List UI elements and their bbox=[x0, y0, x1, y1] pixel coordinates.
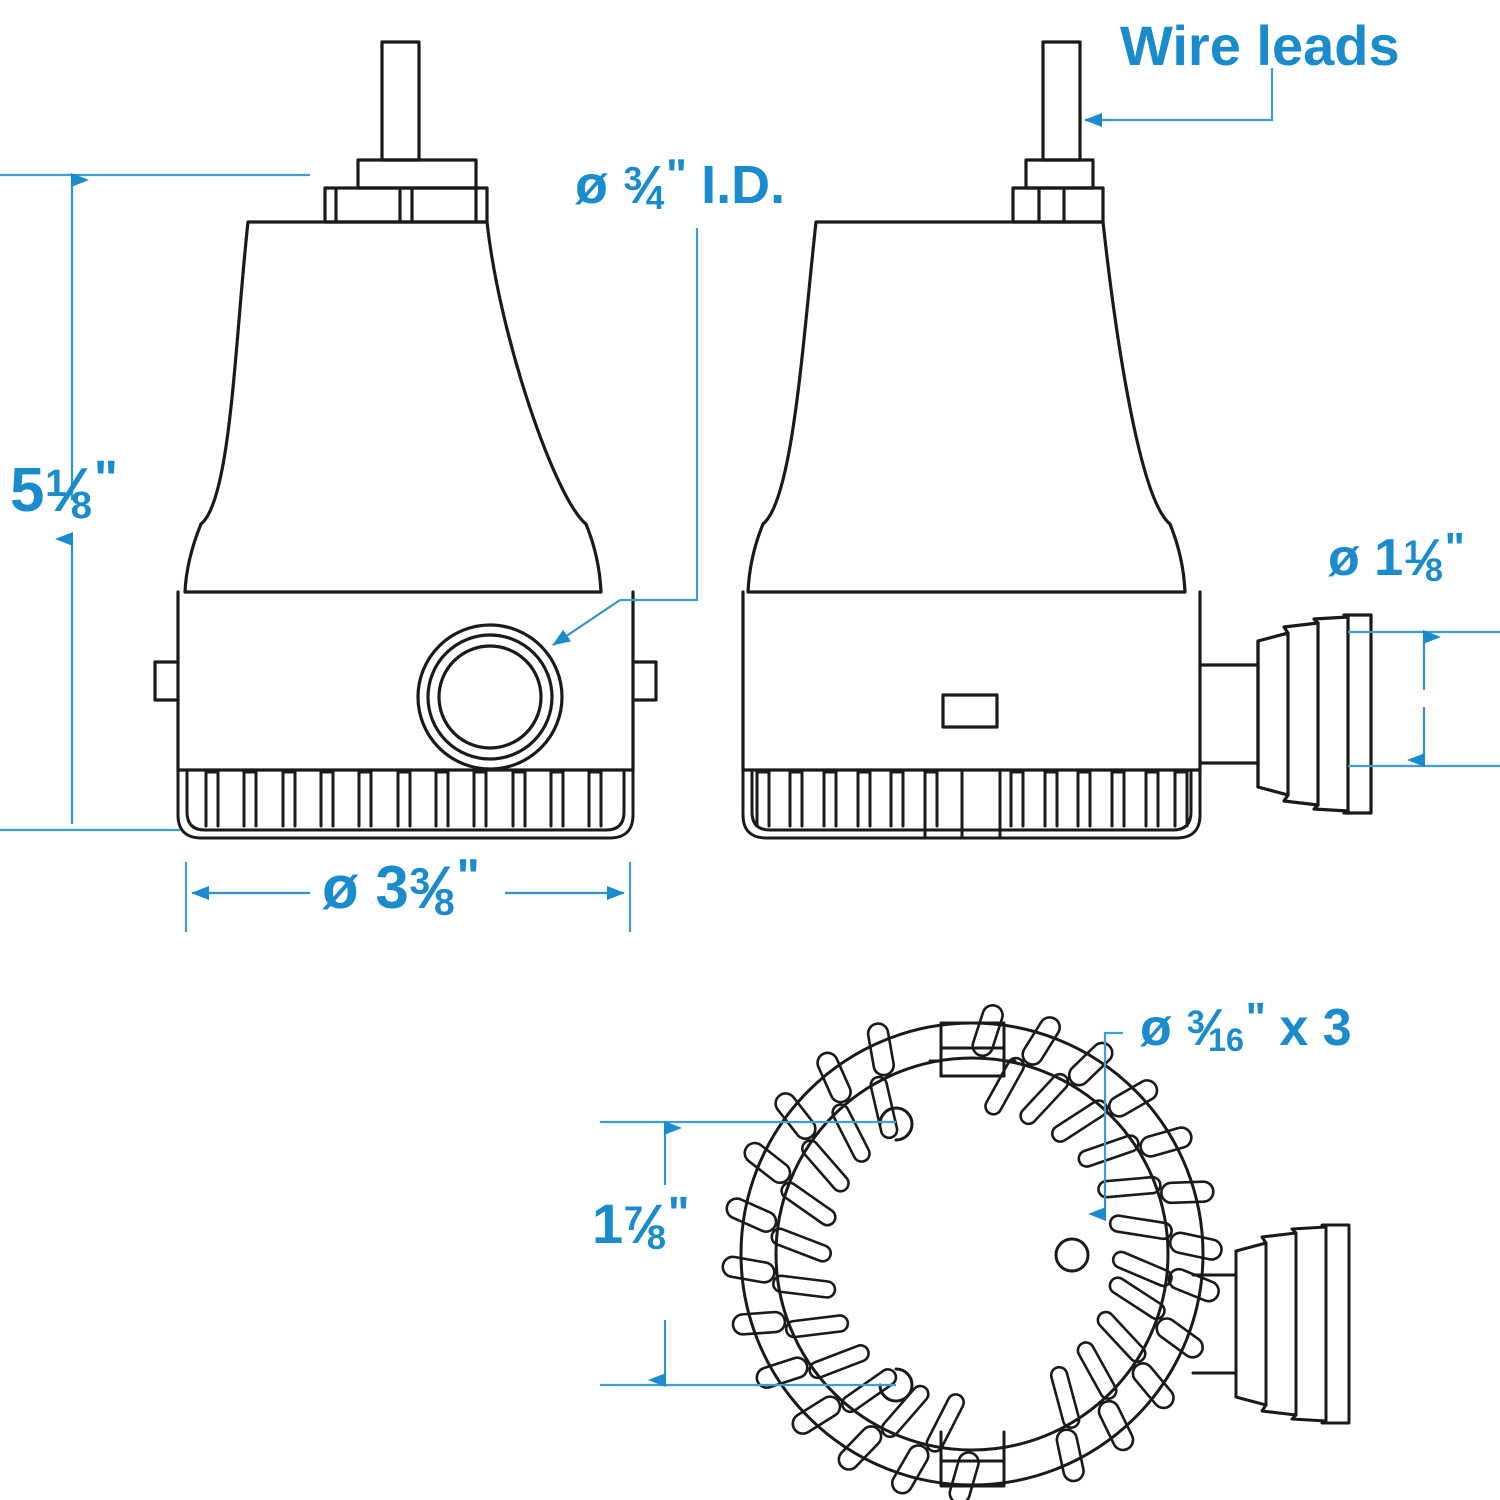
mount-hole-leader-line bbox=[1103, 1031, 1123, 1180]
spacing-numerator: 7 bbox=[623, 1199, 644, 1238]
plan-mount-tab-bottom bbox=[939, 1430, 1006, 1488]
hose-barb-outlet bbox=[1198, 613, 1373, 815]
height-inch-mark: " bbox=[93, 449, 118, 507]
outlet-id-leader-line bbox=[620, 228, 699, 602]
lower-body bbox=[153, 590, 658, 772]
width-inch-mark: " bbox=[456, 849, 480, 905]
overall-diameter-dimension-label: ø 33⁄8" bbox=[322, 852, 480, 920]
spacing-whole: 1 bbox=[592, 1192, 624, 1255]
upper-housing-shell-side bbox=[746, 220, 1187, 594]
spacing-denominator: 8 bbox=[646, 1219, 667, 1258]
upper-housing-shell bbox=[183, 220, 603, 594]
outlet-slash: ⁄ bbox=[641, 155, 651, 215]
mount-dia-symbol: ø bbox=[1140, 999, 1172, 1057]
outlet-id-suffix: I.D. bbox=[686, 155, 786, 215]
plan-mount-tab-top bbox=[939, 1021, 1006, 1078]
width-numerator: 3 bbox=[409, 859, 431, 902]
mounting-hole-callout-label: ø 3⁄16" x 3 bbox=[1140, 997, 1352, 1057]
width-whole: 3 bbox=[375, 854, 409, 921]
mount-inch-mark: " bbox=[1245, 994, 1266, 1043]
width-dia-symbol: ø bbox=[322, 854, 359, 921]
motor-collar-side bbox=[1011, 186, 1105, 224]
outlet-dia-symbol: ø bbox=[575, 155, 608, 215]
spacing-slash: ⁄ bbox=[642, 1192, 651, 1255]
side-elevation-view bbox=[741, 40, 1373, 840]
height-denominator: 8 bbox=[70, 483, 92, 527]
height-numerator: 1 bbox=[45, 462, 67, 506]
wire-lead-stem-side bbox=[1041, 40, 1082, 162]
mount-denominator: 16 bbox=[1208, 1021, 1244, 1058]
outlet-inside-diameter-callout-label: ø 3⁄4" I.D. bbox=[575, 153, 786, 215]
strainer-ribs-side bbox=[741, 768, 1202, 840]
hose-barb-diameter-dimension-label: ø 11⁄8" bbox=[1328, 527, 1465, 587]
strainer-inner-circle bbox=[774, 1056, 1170, 1452]
strainer-ribs-front bbox=[176, 768, 635, 840]
mount-numerator: 3 bbox=[1186, 1003, 1205, 1040]
strainer-radial-slots bbox=[721, 1004, 1223, 1500]
front-elevation-view bbox=[153, 40, 658, 840]
motor-cap-side bbox=[1024, 158, 1095, 190]
barb-inch-mark: " bbox=[1444, 524, 1465, 573]
hose-barb-plan bbox=[1191, 1223, 1351, 1425]
barb-whole: 1 bbox=[1374, 529, 1404, 587]
dimension-lines bbox=[0, 68, 1500, 1387]
bottom-plan-view bbox=[721, 1004, 1351, 1500]
barb-slash: ⁄ bbox=[1421, 529, 1429, 587]
overall-height-dimension-label: 51⁄8" bbox=[10, 453, 118, 525]
barb-numerator: 1 bbox=[1403, 533, 1422, 570]
strainer-outer-circle bbox=[739, 1021, 1205, 1487]
label-plate bbox=[941, 693, 999, 729]
wire-leads-leader-line bbox=[1110, 68, 1274, 122]
outlet-inch-mark: " bbox=[666, 150, 687, 200]
outlet-port-circle bbox=[416, 623, 564, 771]
mounting-hole bbox=[878, 1106, 1090, 1403]
motor-cap bbox=[356, 158, 478, 190]
height-slash: ⁄ bbox=[65, 456, 76, 525]
motor-collar bbox=[323, 186, 489, 224]
outlet-id-leader-arrow bbox=[552, 599, 621, 646]
height-whole: 5 bbox=[10, 456, 45, 525]
barb-denominator: 8 bbox=[1425, 551, 1443, 588]
outlet-numerator: 3 bbox=[623, 161, 643, 199]
wire-leads-callout-label: Wire leads bbox=[1120, 14, 1400, 77]
width-slash: ⁄ bbox=[429, 854, 439, 921]
mount-suffix: x 3 bbox=[1264, 999, 1352, 1057]
mounting-hole-spacing-dimension-label: 17⁄8" bbox=[592, 1190, 690, 1255]
spacing-inch-mark: " bbox=[667, 1187, 690, 1240]
wire-lead-stem bbox=[380, 40, 421, 162]
width-denominator: 8 bbox=[433, 880, 455, 923]
mount-slash: ⁄ bbox=[1204, 999, 1212, 1057]
plan-hub-notch-top bbox=[928, 1059, 1017, 1078]
outlet-denominator: 4 bbox=[645, 180, 665, 218]
barb-dia-symbol: ø bbox=[1328, 529, 1360, 587]
lower-body-side bbox=[741, 590, 1202, 772]
